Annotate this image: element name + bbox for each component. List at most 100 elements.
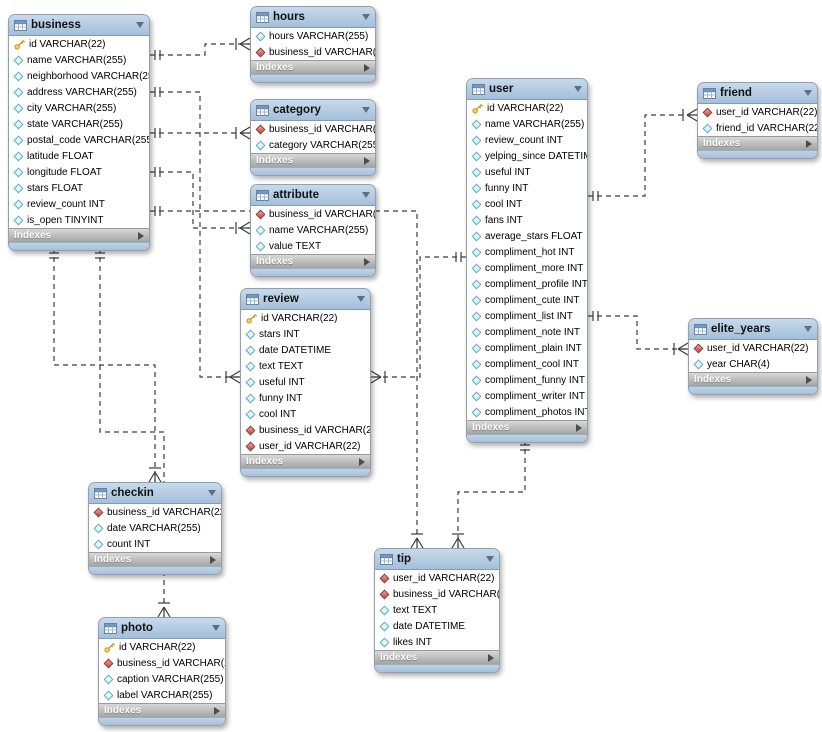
chevron-down-icon[interactable] [574,86,582,92]
column-row-user_id[interactable]: user_id VARCHAR(22) [241,438,370,454]
indexes-bar[interactable]: Indexes [89,552,221,566]
chevron-down-icon[interactable] [486,556,494,562]
column-row-city[interactable]: city VARCHAR(255) [9,100,149,116]
column-row-review_count[interactable]: review_count INT [9,196,149,212]
column-row-compliment_note[interactable]: compliment_note INT [467,324,587,340]
column-row-postal_code[interactable]: postal_code VARCHAR(255) [9,132,149,148]
table-header[interactable]: photo [99,618,225,639]
column-row-average_stars[interactable]: average_stars FLOAT [467,228,587,244]
column-row-review_count[interactable]: review_count INT [467,132,587,148]
column-row-count[interactable]: count INT [89,536,221,552]
column-row-stars[interactable]: stars INT [241,326,370,342]
triangle-right-icon[interactable] [576,423,582,432]
indexes-bar[interactable]: Indexes [698,136,817,150]
column-row-name[interactable]: name VARCHAR(255) [9,52,149,68]
column-row-compliment_list[interactable]: compliment_list INT [467,308,587,324]
triangle-right-icon[interactable] [364,257,370,266]
column-row-likes[interactable]: likes INT [375,634,499,650]
relationship-user-friend[interactable] [588,108,698,201]
column-row-yelping_since[interactable]: yelping_since DATETIME [467,148,587,164]
column-row-date[interactable]: date DATETIME [375,618,499,634]
relationship-user-tip[interactable] [451,440,530,549]
column-row-funny[interactable]: funny INT [467,180,587,196]
column-row-compliment_cute[interactable]: compliment_cute INT [467,292,587,308]
table-header[interactable]: friend [698,83,817,104]
indexes-bar[interactable]: Indexes [251,60,375,74]
column-row-id[interactable]: id VARCHAR(22) [9,36,149,52]
column-row-compliment_writer[interactable]: compliment_writer INT [467,388,587,404]
column-row-latitude[interactable]: latitude FLOAT [9,148,149,164]
chevron-down-icon[interactable] [357,296,365,302]
relationship-business-checkin[interactable] [49,248,162,483]
triangle-right-icon[interactable] [488,653,494,662]
triangle-right-icon[interactable] [359,457,365,466]
relationship-business-photo[interactable] [95,248,171,618]
column-row-id[interactable]: id VARCHAR(22) [241,310,370,326]
triangle-right-icon[interactable] [214,706,220,715]
column-row-compliment_photos[interactable]: compliment_photos INT [467,404,587,420]
column-row-business_id[interactable]: business_id VARCHAR(22) [251,44,375,60]
table-header[interactable]: review [241,289,370,310]
chevron-down-icon[interactable] [362,107,370,113]
column-row-funny[interactable]: funny INT [241,390,370,406]
table-header[interactable]: attribute [251,185,375,206]
column-row-category[interactable]: category VARCHAR(255) [251,137,375,153]
column-row-business_id[interactable]: business_id VARCHAR(22) [241,422,370,438]
relationship-business-hours[interactable] [150,37,251,60]
chevron-down-icon[interactable] [362,14,370,20]
column-row-value[interactable]: value TEXT [251,238,375,254]
triangle-right-icon[interactable] [210,555,216,564]
column-row-user_id[interactable]: user_id VARCHAR(22) [689,340,817,356]
chevron-down-icon[interactable] [362,192,370,198]
column-row-business_id[interactable]: business_id VARCHAR(22) [251,206,375,222]
relationship-business-review[interactable] [150,87,241,384]
triangle-right-icon[interactable] [806,139,812,148]
column-row-cool[interactable]: cool INT [467,196,587,212]
chevron-down-icon[interactable] [136,22,144,28]
column-row-cool[interactable]: cool INT [241,406,370,422]
column-row-user_id[interactable]: user_id VARCHAR(22) [375,570,499,586]
table-header[interactable]: user [467,79,587,100]
column-row-text[interactable]: text TEXT [241,358,370,374]
relationship-business-category[interactable] [150,126,251,140]
relationship-user-review[interactable] [370,252,466,384]
column-row-id[interactable]: id VARCHAR(22) [99,639,225,655]
column-row-name[interactable]: name VARCHAR(255) [467,116,587,132]
table-header[interactable]: category [251,100,375,121]
table-header[interactable]: business [9,15,149,36]
relationship-user-elite_years[interactable] [588,311,689,356]
column-row-stars[interactable]: stars FLOAT [9,180,149,196]
table-header[interactable]: tip [375,549,499,570]
column-row-date[interactable]: date VARCHAR(255) [89,520,221,536]
table-header[interactable]: hours [251,7,375,28]
indexes-bar[interactable]: Indexes [9,228,149,242]
column-row-id[interactable]: id VARCHAR(22) [467,100,587,116]
indexes-bar[interactable]: Indexes [251,153,375,167]
chevron-down-icon[interactable] [208,490,216,496]
column-row-year[interactable]: year CHAR(4) [689,356,817,372]
column-row-useful[interactable]: useful INT [467,164,587,180]
indexes-bar[interactable]: Indexes [689,372,817,386]
column-row-useful[interactable]: useful INT [241,374,370,390]
relationship-business-tip[interactable] [150,206,424,549]
column-row-state[interactable]: state VARCHAR(255) [9,116,149,132]
triangle-right-icon[interactable] [138,231,144,240]
chevron-down-icon[interactable] [804,90,812,96]
table-header[interactable]: checkin [89,483,221,504]
column-row-business_id[interactable]: business_id VARCHAR(22) [375,586,499,602]
column-row-business_id[interactable]: business_id VARCHAR(22) [89,504,221,520]
column-row-compliment_plain[interactable]: compliment_plain INT [467,340,587,356]
column-row-address[interactable]: address VARCHAR(255) [9,84,149,100]
column-row-business_id[interactable]: business_id VARCHAR(22) [99,655,225,671]
indexes-bar[interactable]: Indexes [467,420,587,434]
